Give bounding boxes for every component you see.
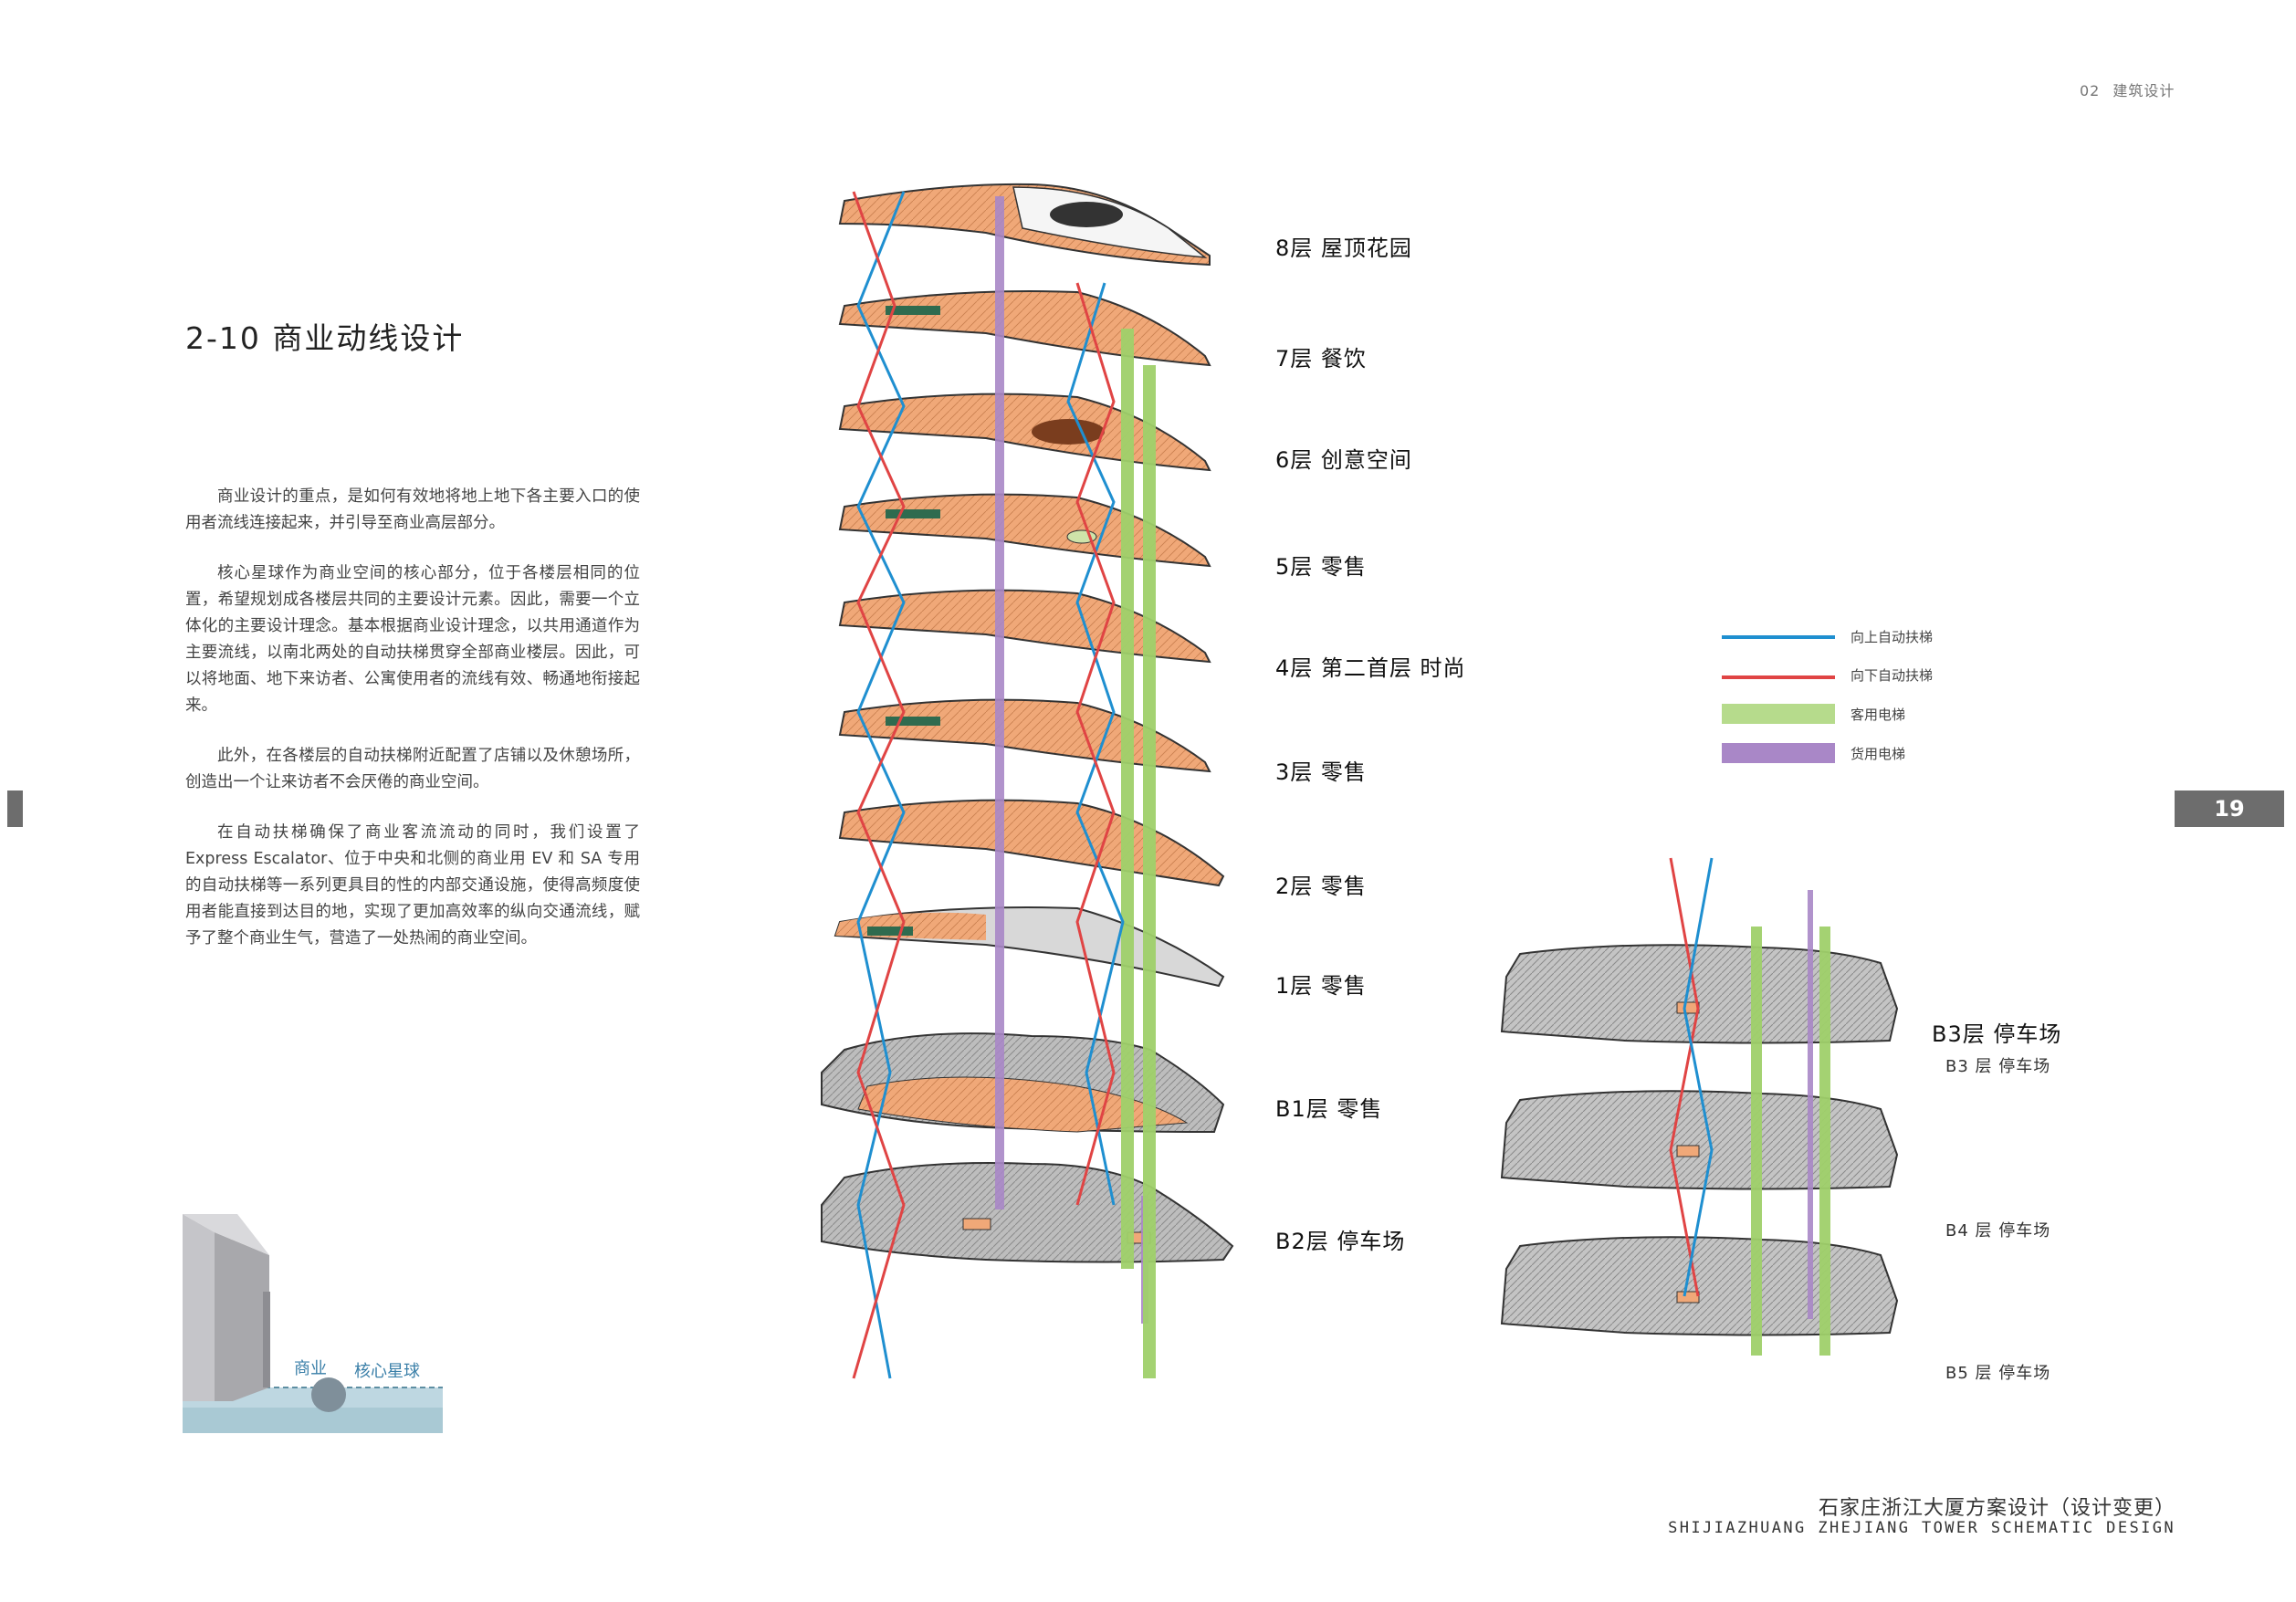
legend-swatch-freight [1722, 743, 1835, 763]
legend-label-freight: 货用电梯 [1850, 746, 1906, 762]
floor-plate-b2 [821, 1162, 1234, 1263]
floor-plate-6 [838, 393, 1211, 472]
basement-main-label: B3层 停车场 [1932, 1021, 2062, 1047]
floor-label-8: 8层 屋顶花园 [1275, 236, 1412, 261]
section-title: 2-10 商业动线设计 [185, 320, 465, 356]
floor-label-b1: B1层 零售 [1275, 1096, 1383, 1122]
basement-plate-b5 [1500, 1236, 1899, 1336]
floor-label-b2: B2层 停车场 [1275, 1229, 1406, 1254]
core-sphere-shape [311, 1377, 346, 1412]
basement-plate-b3 [1500, 944, 1899, 1044]
legend-swatch-passenger [1722, 704, 1835, 724]
floor-label-7: 7层 餐饮 [1275, 346, 1367, 372]
legend-label-down: 向下自动扶梯 [1850, 667, 1934, 684]
escalator-up-lines [856, 191, 1125, 1379]
section-header: 02 建筑设计 [2080, 79, 2175, 100]
floor-plate-4 [838, 589, 1211, 664]
legend-swatch-down [1722, 675, 1835, 679]
escalator-down-lines [852, 191, 1116, 1379]
floor-plate-8 [838, 183, 1211, 267]
commercial-label: 商业 [294, 1359, 327, 1378]
page-edge-marker [7, 791, 23, 827]
basement-label-b3: B3 层 停车场 [1945, 1057, 2051, 1076]
legend-swatch-up [1722, 635, 1835, 639]
passenger-elevator-line [1121, 329, 1134, 1269]
floor-label-2: 2层 零售 [1275, 874, 1367, 899]
floor-plate-7 [838, 290, 1211, 367]
basement-stack-diagram [1500, 857, 1899, 1356]
floor-label-1: 1层 零售 [1275, 973, 1367, 999]
floor-label-5: 5层 零售 [1275, 554, 1367, 580]
body-text: 商业设计的重点，是如何有效地将地上地下各主要入口的使用者流线连接起来，并引导至商… [185, 484, 640, 976]
passenger-elevator-line-2 [1143, 365, 1156, 1378]
basement-label-b5: B5 层 停车场 [1945, 1364, 2051, 1383]
floor-plate-1 [833, 906, 1225, 988]
section-name: 建筑设计 [2113, 82, 2175, 99]
basement-plate-b4 [1500, 1090, 1899, 1190]
paragraph: 核心星球作为商业空间的核心部分，位于各楼层相同的位置，希望规划成各楼层共同的主要… [185, 564, 640, 715]
floor-label-3: 3层 零售 [1275, 759, 1367, 785]
floor-plate-b1 [821, 1032, 1225, 1134]
section-number: 02 [2080, 82, 2101, 99]
section-diagram: 商业 核心星球 [183, 1214, 443, 1433]
footer-title-en: SHIJIAZHUANG ZHEJIANG TOWER SCHEMATIC DE… [1668, 1519, 2175, 1537]
floor-plate-3 [838, 698, 1211, 773]
paragraph: 此外，在各楼层的自动扶梯附近配置了店铺以及休憩场所，创造出一个让来访者不会厌倦的… [185, 747, 640, 791]
floor-plate-2 [838, 799, 1225, 887]
legend-label-passenger: 客用电梯 [1850, 707, 1906, 723]
basement-label-b4: B4 层 停车场 [1945, 1221, 2051, 1241]
floor-label-6: 6层 创意空间 [1275, 447, 1412, 473]
freight-elevator-line [995, 196, 1004, 1209]
footer-title-cn: 石家庄浙江大厦方案设计（设计变更） [1818, 1497, 2175, 1520]
page-number-tab: 19 [2175, 791, 2284, 827]
floor-label-4: 4层 第二首层 时尚 [1275, 655, 1466, 681]
paragraph: 商业设计的重点，是如何有效地将地上地下各主要入口的使用者流线连接起来，并引导至商… [185, 487, 640, 532]
floor-stack-diagram [821, 183, 1234, 1379]
legend-label-up: 向上自动扶梯 [1850, 629, 1934, 645]
building-shape [183, 1214, 215, 1401]
core-sphere-label: 核心星球 [354, 1362, 420, 1381]
paragraph: 在自动扶梯确保了商业客流流动的同时，我们设置了Express Escalator… [185, 823, 640, 948]
